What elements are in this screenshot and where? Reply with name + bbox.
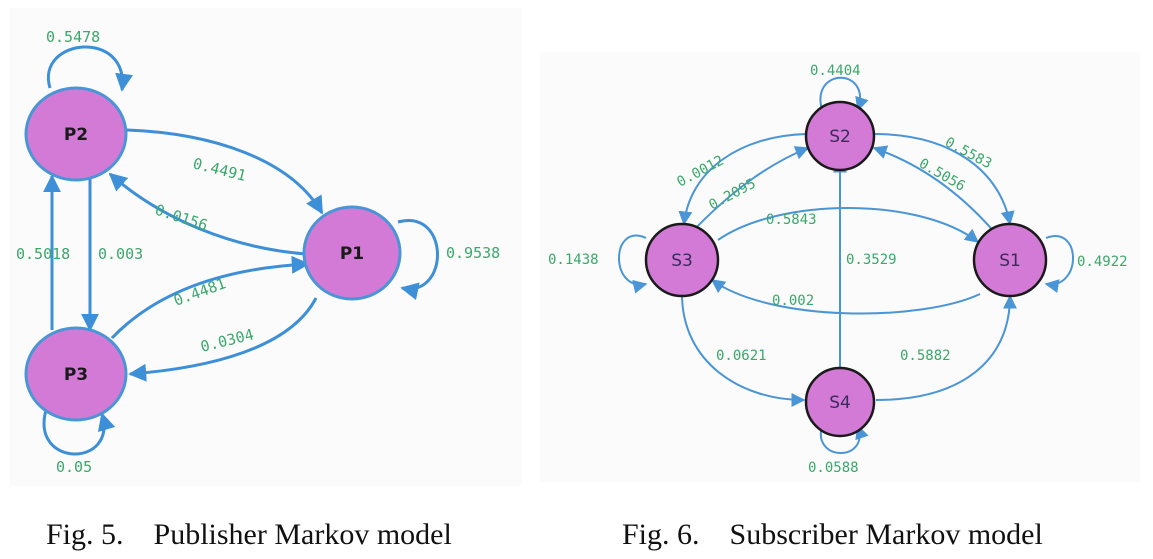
edge-s3-s3 bbox=[618, 234, 648, 294]
edge-s3-s2 bbox=[689, 146, 810, 235]
label-s4-s2: 0.3529 bbox=[846, 252, 897, 268]
fig5-caption-number: Fig. 5. bbox=[46, 518, 124, 551]
edge-s1-s3 bbox=[710, 279, 981, 315]
fig6-caption-number: Fig. 6. bbox=[622, 518, 700, 551]
label-s4-s1: 0.5882 bbox=[900, 348, 951, 364]
edge-p2-p2 bbox=[46, 45, 133, 92]
edge-p3-p1 bbox=[110, 255, 310, 340]
node-s2: S2 bbox=[804, 100, 876, 172]
node-s3-label: S3 bbox=[671, 251, 693, 271]
node-s1: S1 bbox=[972, 222, 1048, 298]
label-s3-s3: 0.1438 bbox=[548, 252, 599, 268]
edge-s1-s2 bbox=[872, 145, 997, 235]
edge-p1-p1 bbox=[397, 219, 439, 301]
edge-s4-s4 bbox=[819, 424, 869, 454]
label-s3-s4: 0.0621 bbox=[716, 348, 767, 364]
node-s4: S4 bbox=[804, 366, 876, 438]
node-p1-label: P1 bbox=[340, 244, 364, 264]
label-p2-p2: 0.5478 bbox=[46, 28, 100, 46]
label-p1-p1: 0.9538 bbox=[446, 244, 500, 262]
edge-s3-s4 bbox=[681, 293, 806, 407]
label-s3-s1: 0.5843 bbox=[766, 212, 817, 228]
label-s1-s3: 0.002 bbox=[772, 293, 814, 309]
subscriber-markov-diagram: 0.4404 0.0012 0.2095 0.5583 0.5056 0.584… bbox=[548, 63, 1128, 476]
edge-s2-s3 bbox=[678, 133, 807, 226]
node-s2-label: S2 bbox=[829, 127, 851, 147]
node-p2-label: P2 bbox=[64, 125, 88, 145]
label-p3-p1: 0.4481 bbox=[171, 274, 228, 309]
node-s4-label: S4 bbox=[829, 393, 851, 413]
node-s3: S3 bbox=[644, 222, 720, 298]
node-p3-label: P3 bbox=[64, 365, 88, 385]
label-s3-s2: 0.2095 bbox=[706, 176, 758, 214]
edge-s1-s1 bbox=[1044, 235, 1074, 293]
publisher-markov-diagram: 0.5478 0.4491 0.0156 0.9538 0.5018 0.003… bbox=[16, 28, 500, 476]
label-p2-p1: 0.4491 bbox=[191, 154, 248, 185]
edge-p3-p3 bbox=[42, 409, 116, 456]
edge-p2-p1 bbox=[125, 128, 324, 215]
edge-s4-s1 bbox=[875, 294, 1017, 401]
label-s1-s2: 0.5056 bbox=[916, 156, 968, 195]
subscriber-diagram-panel: 0.4404 0.0012 0.2095 0.5583 0.5056 0.584… bbox=[540, 52, 1140, 482]
fig5-caption-text: Publisher Markov model bbox=[153, 518, 452, 551]
label-s2-s3: 0.0012 bbox=[674, 153, 726, 191]
label-s2-s1: 0.5583 bbox=[942, 134, 994, 172]
node-p2: P2 bbox=[24, 86, 128, 182]
label-p2-p3: 0.003 bbox=[98, 245, 143, 263]
node-s1-label: S1 bbox=[999, 251, 1021, 271]
edge-s2-s1 bbox=[873, 133, 1015, 226]
edge-s3-s1 bbox=[717, 207, 980, 243]
label-p3-p2: 0.5018 bbox=[16, 245, 70, 263]
node-p1: P1 bbox=[302, 205, 402, 301]
publisher-diagram-panel: 0.5478 0.4491 0.0156 0.9538 0.5018 0.003… bbox=[10, 8, 522, 486]
node-p3: P3 bbox=[24, 326, 128, 422]
label-s2-s2: 0.4404 bbox=[810, 63, 861, 79]
edge-p1-p2 bbox=[108, 172, 307, 256]
fig6-caption-text: Subscriber Markov model bbox=[729, 518, 1043, 551]
label-p3-p3: 0.05 bbox=[56, 458, 92, 476]
label-s1-s1: 0.4922 bbox=[1077, 254, 1128, 270]
fig5-caption: Fig. 5. Publisher Markov model bbox=[46, 518, 452, 552]
label-s4-s4: 0.0588 bbox=[808, 460, 859, 476]
edge-s2-s2 bbox=[819, 76, 869, 112]
label-p1-p2: 0.0156 bbox=[153, 201, 210, 235]
fig6-caption: Fig. 6. Subscriber Markov model bbox=[622, 518, 1043, 552]
edge-p1-p3 bbox=[128, 297, 318, 382]
